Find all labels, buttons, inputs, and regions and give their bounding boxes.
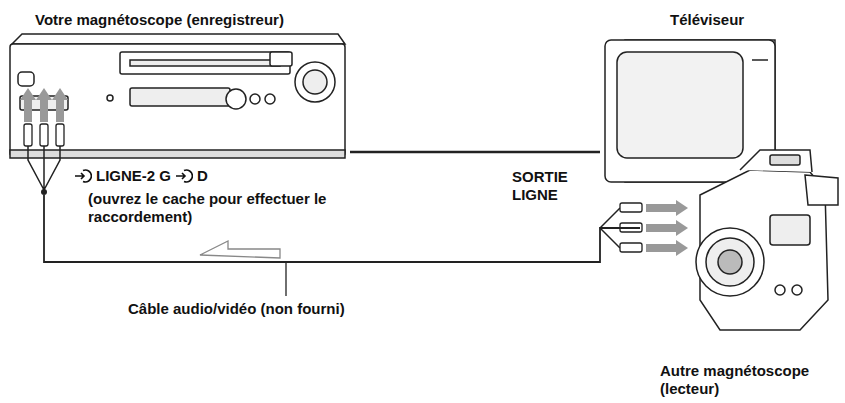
note-text: (ouvrez le cache pour effectuer le racco… bbox=[88, 190, 338, 226]
jack-name: LIGNE-2 G bbox=[96, 167, 171, 185]
cable-label: Câble audio/vidéo (non fourni) bbox=[128, 300, 345, 318]
signal-arrow bbox=[200, 241, 280, 258]
tv-cable bbox=[350, 151, 600, 154]
vcr-device: Votre magnétoscope (enregistreur) bbox=[5, 5, 350, 165]
input-symbol bbox=[74, 168, 92, 184]
vcr-illustration bbox=[10, 34, 345, 158]
vcr-plugs bbox=[20, 88, 68, 195]
jack-label-row: LIGNE-2 G D bbox=[74, 167, 208, 185]
jack-name: D bbox=[197, 167, 208, 185]
jack-name: SORTIE LIGNE bbox=[512, 168, 582, 204]
camcorder-illustration bbox=[696, 150, 838, 330]
device-heading: Téléviseur bbox=[670, 11, 744, 29]
leader-line bbox=[285, 263, 286, 296]
device-heading: Votre magnétoscope (enregistreur) bbox=[35, 11, 284, 29]
input-symbol bbox=[175, 168, 193, 184]
device-heading: Autre magnétoscope (lecteur) bbox=[660, 362, 825, 398]
camcorder-device: Autre magnétoscope (lecteur) bbox=[640, 140, 840, 400]
tv-device: Téléviseur bbox=[600, 5, 780, 185]
